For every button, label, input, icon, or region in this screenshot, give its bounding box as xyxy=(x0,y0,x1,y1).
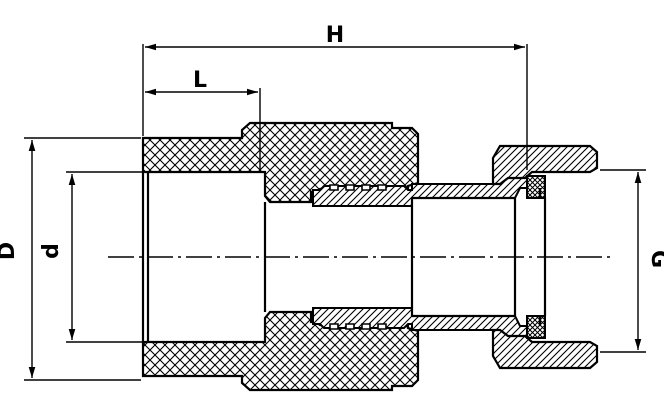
label-l: L xyxy=(193,68,207,93)
dimension-g xyxy=(600,169,646,353)
dimension-d-outer xyxy=(24,137,141,381)
label-g: G xyxy=(646,250,664,268)
insert-teeth-bottom xyxy=(329,323,387,330)
gasket-bottom xyxy=(526,315,546,339)
label-d-inner: d xyxy=(39,243,64,259)
dimension-h xyxy=(142,43,528,170)
dimension-l xyxy=(145,88,261,172)
label-d-outer: D xyxy=(0,242,20,260)
dimension-d-inner xyxy=(66,171,146,343)
body-section-bottom xyxy=(141,310,420,392)
gasket-top xyxy=(526,175,546,199)
union-nut-bottom xyxy=(491,328,599,370)
label-h: H xyxy=(326,23,344,48)
insert-teeth-top xyxy=(329,184,387,191)
union-nut-top xyxy=(491,144,599,186)
